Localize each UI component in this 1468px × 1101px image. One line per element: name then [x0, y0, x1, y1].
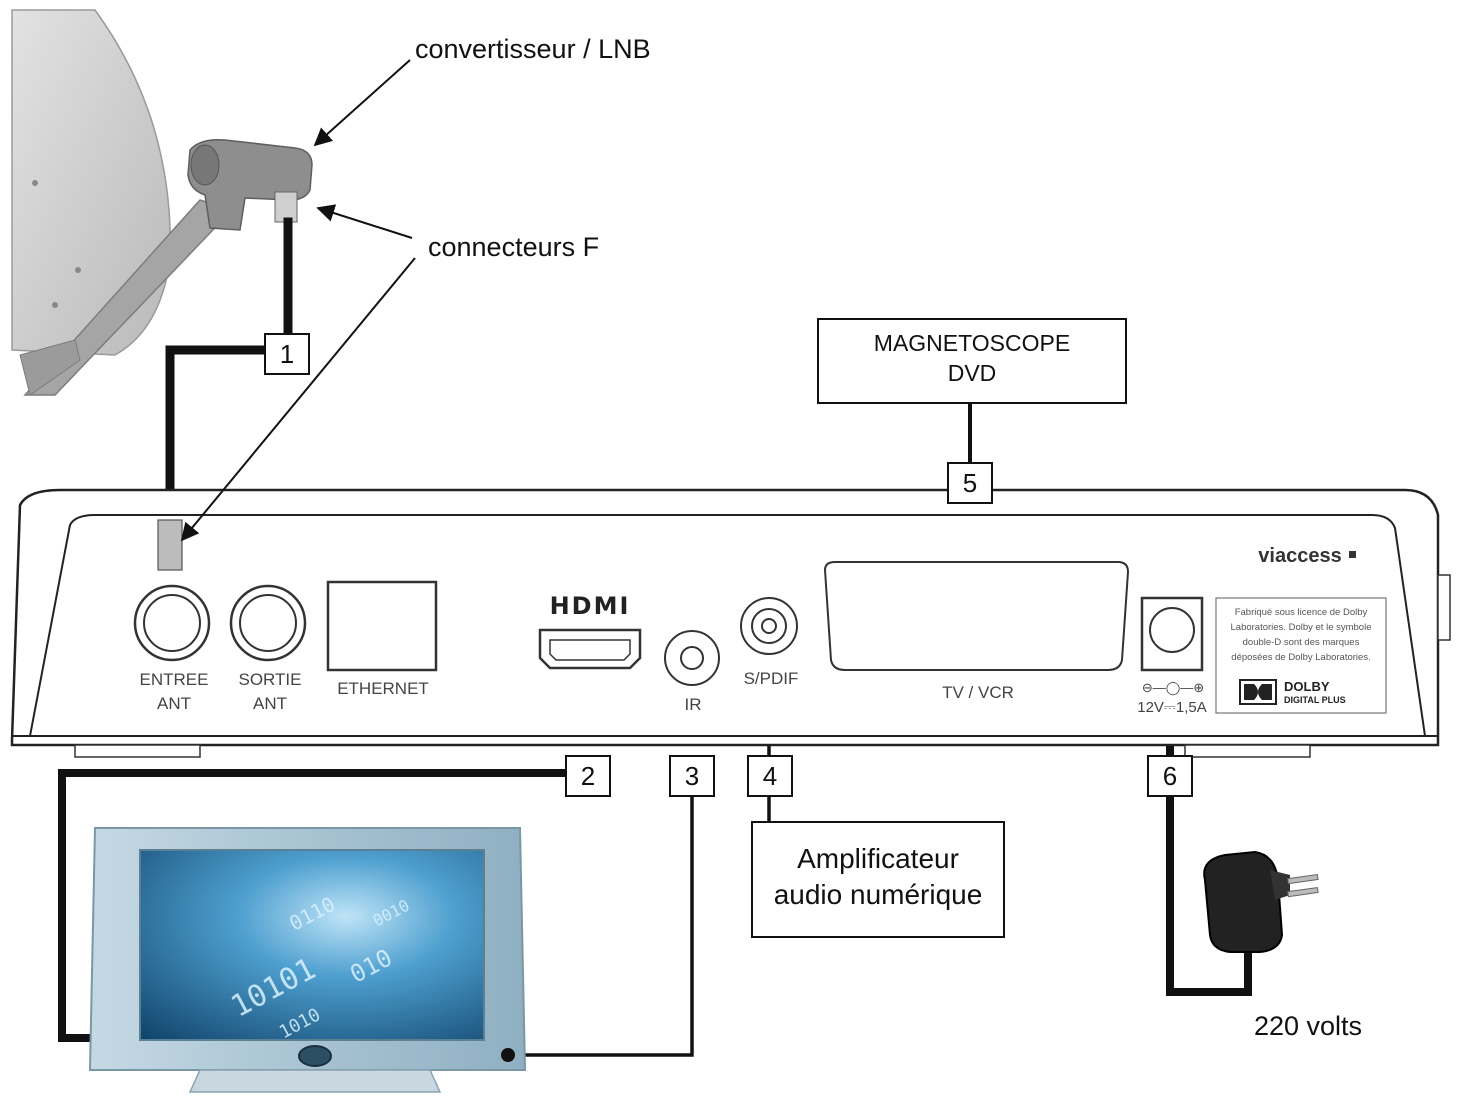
connection-1-badge: 1 — [264, 333, 310, 375]
spdif-label: S/PDIF — [744, 669, 799, 688]
dolby-logo: DOLBY DIGITAL PLUS — [1239, 679, 1346, 705]
svg-text:Fabriqué sous licence de Dolby: Fabriqué sous licence de Dolby — [1235, 607, 1368, 618]
port-scart[interactable]: TV / VCR — [823, 561, 1130, 702]
power-label: 12V⎓1,5A — [1137, 699, 1207, 716]
svg-text:5: 5 — [963, 468, 977, 498]
receiver-rear-panel: ENTREE ANT SORTIE ANT ETHERNET HDMI IR — [10, 488, 1451, 758]
ethernet-label: ETHERNET — [337, 679, 429, 698]
amplifier-label-1: Amplificateur — [797, 843, 959, 874]
port-spdif[interactable]: S/PDIF — [740, 597, 799, 688]
cable-6-power — [1166, 668, 1252, 996]
cable-1-satellite — [165, 217, 293, 530]
connection-3-badge: 3 — [669, 755, 715, 797]
television: 10101 0110 010 1010 0010 — [88, 827, 527, 1093]
svg-text:1: 1 — [280, 339, 294, 369]
entree-label-2: ANT — [157, 694, 191, 713]
port-ir[interactable]: IR — [664, 630, 720, 714]
amplifier-label-2: audio numérique — [774, 879, 983, 910]
svg-text:déposées de Dolby Laboratories: déposées de Dolby Laboratories. — [1231, 652, 1370, 663]
dolby-notice-box: Fabriqué sous licence de Dolby Laborator… — [1215, 597, 1387, 714]
lnb-converter — [187, 138, 313, 231]
vcr-dvd-box: MAGNETOSCOPE DVD — [817, 318, 1127, 404]
sortie-label-1: SORTIE — [239, 670, 302, 689]
connection-5-badge: 5 — [947, 462, 993, 504]
svg-text:double-D sont des marques: double-D sont des marques — [1243, 637, 1360, 648]
scart-label: TV / VCR — [942, 683, 1014, 702]
connection-2-badge: 2 — [565, 755, 611, 797]
receiver-outer-shell — [10, 488, 1440, 747]
f-connector-pointer-lnb — [316, 204, 413, 239]
viaccess-brand: viaccess — [1258, 545, 1341, 567]
port-power[interactable]: ⊖—◯—⊕ 12V⎓1,5A — [1137, 596, 1207, 716]
vcr-label-1: MAGNETOSCOPE — [874, 330, 1070, 356]
lnb-pointer — [313, 59, 411, 147]
port-hdmi[interactable]: HDMI — [538, 592, 642, 670]
svg-text:4: 4 — [763, 761, 777, 791]
hdmi-logo: HDMI — [550, 592, 631, 620]
tv-screen — [139, 849, 485, 1041]
connection-6-badge: 6 — [1147, 755, 1193, 797]
ir-label: IR — [685, 695, 702, 714]
svg-text:3: 3 — [685, 761, 699, 791]
power-adapter — [1203, 850, 1319, 953]
amplifier-box: Amplificateur audio numérique — [751, 821, 1005, 938]
vcr-label-2: DVD — [948, 360, 997, 386]
f-connectors-label: connecteurs F — [428, 232, 599, 262]
f-connector-pointer-receiver — [180, 257, 416, 542]
svg-text:2: 2 — [581, 761, 595, 791]
connection-4-badge: 4 — [747, 755, 793, 797]
receiver-inner-bezel — [29, 514, 1426, 737]
cable-3-ir — [506, 783, 694, 1057]
satellite-dish — [11, 9, 313, 396]
mains-label: 220 volts — [1254, 1011, 1362, 1041]
svg-text:⊖—◯—⊕: ⊖—◯—⊕ — [1142, 680, 1204, 696]
port-sortie-ant[interactable]: SORTIE ANT — [229, 584, 307, 713]
svg-text:DIGITAL PLUS: DIGITAL PLUS — [1284, 695, 1346, 705]
sortie-label-2: ANT — [253, 694, 287, 713]
entree-label-1: ENTREE — [140, 670, 209, 689]
lnb-label: convertisseur / LNB — [415, 34, 651, 64]
f-connector-input — [157, 519, 183, 571]
port-ethernet[interactable]: ETHERNET — [326, 580, 438, 698]
tv-power-button — [298, 1045, 332, 1067]
port-entree-ant[interactable]: ENTREE ANT — [133, 584, 211, 713]
svg-text:6: 6 — [1163, 761, 1177, 791]
svg-text:DOLBY: DOLBY — [1284, 679, 1330, 694]
svg-text:Laboratories. Dolby et le symb: Laboratories. Dolby et le symbole — [1231, 622, 1372, 633]
